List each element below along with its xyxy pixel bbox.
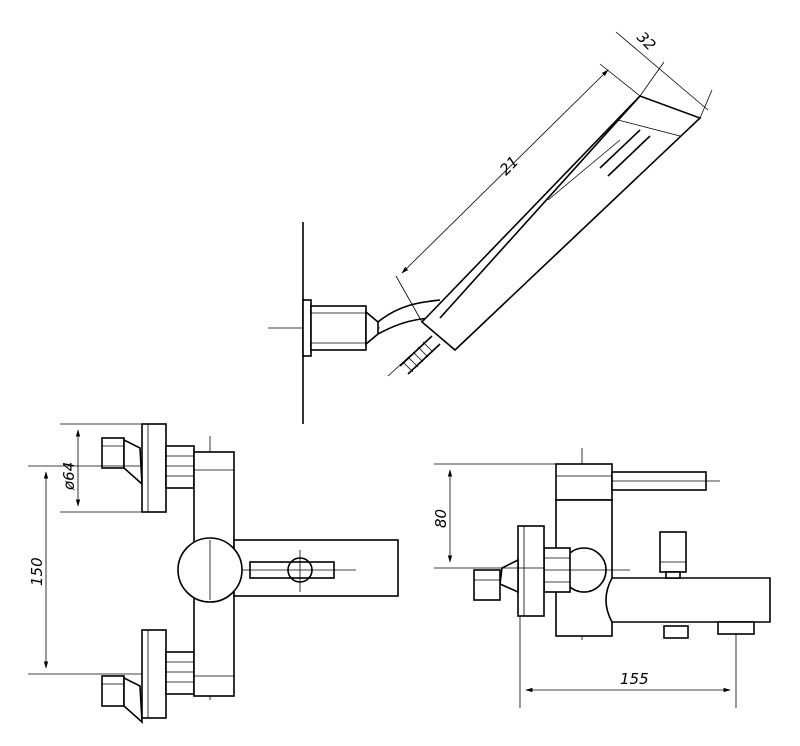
dimension-spout-length: 155: [525, 670, 731, 693]
hand-shower-body: [420, 95, 702, 352]
side-lever-hub: [555, 463, 613, 501]
hand-shower-view: 21 32: [268, 28, 713, 424]
dimension-diameter: ø64: [60, 423, 142, 513]
side-valve-knob: [473, 569, 501, 601]
dim-155-label: 155: [620, 670, 649, 688]
mixer-lever: [238, 550, 356, 592]
side-spout: [605, 577, 771, 623]
top-valve-handle: [101, 423, 195, 513]
outlet-right: [717, 621, 755, 635]
dimension-height-between: 150: [28, 465, 142, 675]
dim-21-label: 21: [496, 153, 522, 179]
dimension-height-top: 80: [432, 463, 556, 569]
hose-cone-connector: [365, 310, 379, 346]
dim-64-label: ø64: [60, 462, 78, 491]
mixer-front-view: ø64 150: [28, 423, 399, 724]
mixer-side-view: 80 155: [432, 448, 771, 708]
wall-holder-flange: [302, 299, 312, 357]
diverter-knob: [659, 531, 687, 573]
hose-thread: [387, 335, 441, 377]
bottom-valve-handle: [101, 629, 195, 724]
outlet-left: [663, 625, 689, 639]
shower-hose: [377, 299, 441, 323]
side-valve-flange: [517, 525, 545, 617]
dim-80-label: 80: [432, 509, 450, 528]
dim-150-label: 150: [28, 557, 46, 586]
